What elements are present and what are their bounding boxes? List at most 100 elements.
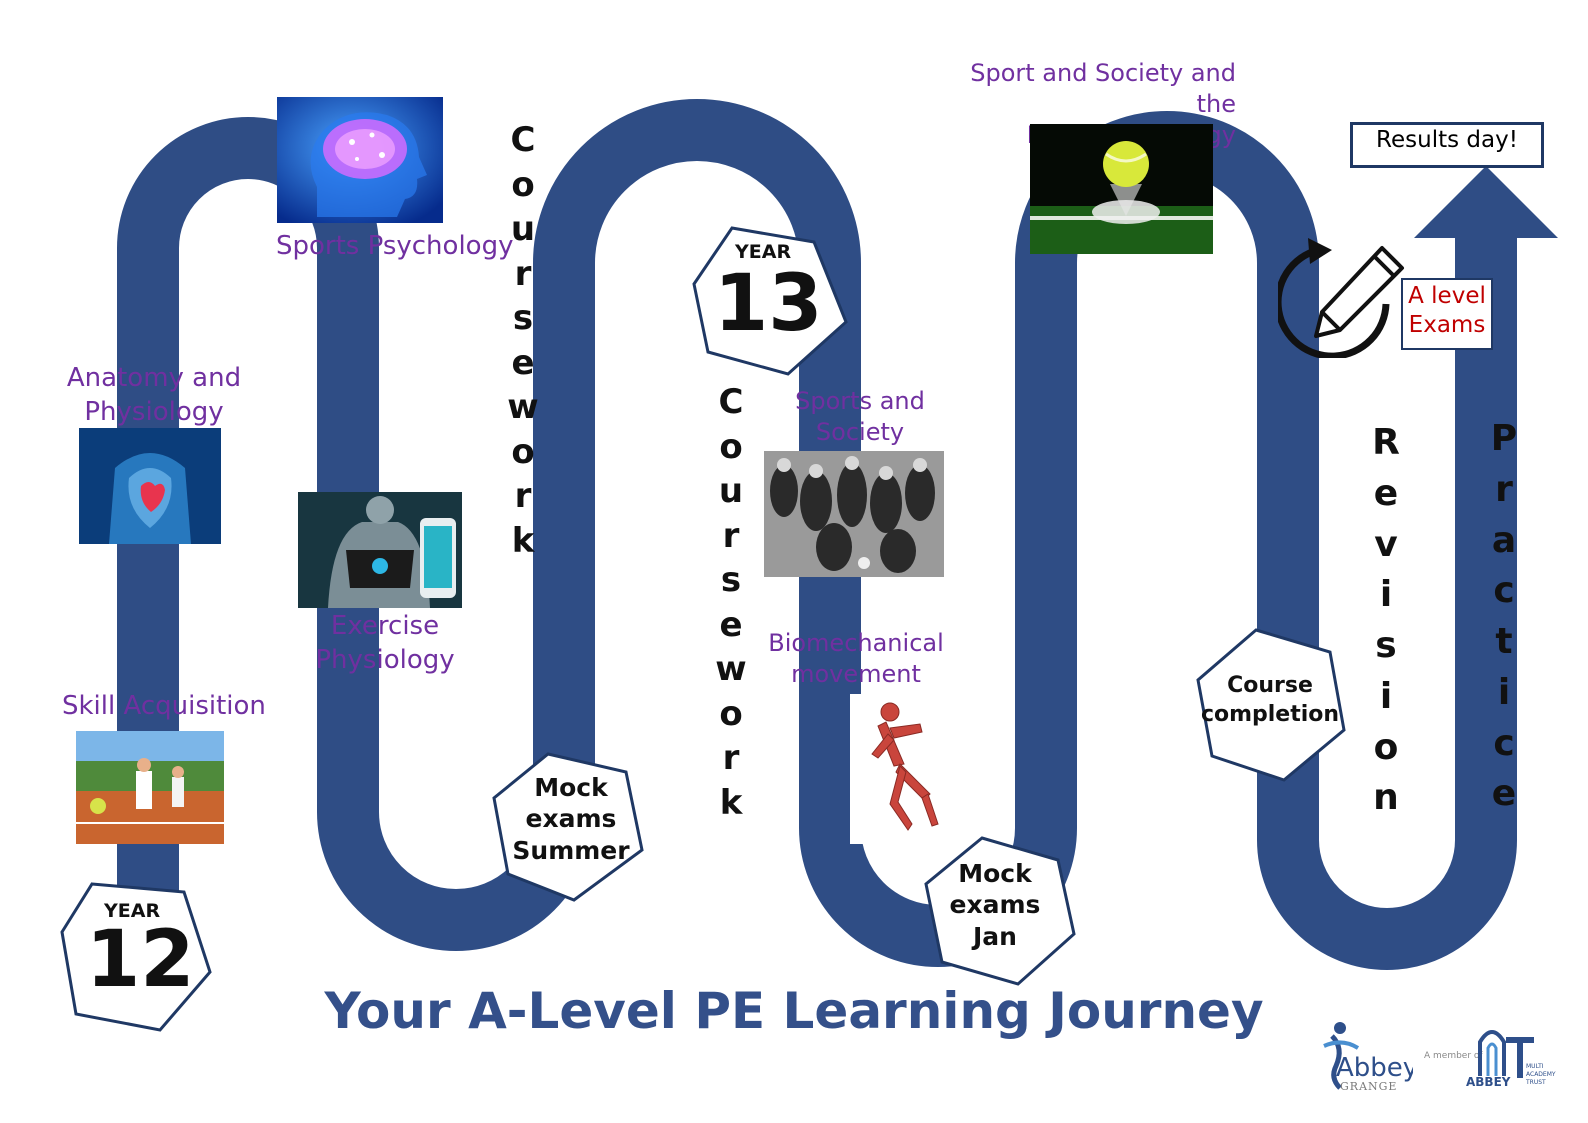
vertical-letter: r xyxy=(722,515,740,556)
mock-jan-line2: exams xyxy=(949,890,1041,920)
year-13-hexagon xyxy=(692,226,848,376)
topic-anatomy-line1: Anatomy and xyxy=(66,363,242,393)
heart-anatomy-icon xyxy=(79,428,221,544)
vertical-letter: s xyxy=(720,560,742,601)
vertical-letter: u xyxy=(510,209,536,250)
vertical-letter: k xyxy=(719,782,743,823)
vertical-letter: e xyxy=(719,604,743,645)
trust-logo-multi: MULTI xyxy=(1526,1063,1544,1070)
topic-skill-acquisition: Skill Acquisition xyxy=(62,691,266,721)
vertical-letter: R xyxy=(1372,422,1400,463)
trust-logo-text: ABBEY xyxy=(1466,1075,1511,1089)
vertical-letter: s xyxy=(1375,625,1397,666)
running-muscle-figure-icon xyxy=(850,694,974,844)
vertical-letter: r xyxy=(514,476,532,517)
vertical-letter: w xyxy=(715,649,747,690)
vertical-letter: r xyxy=(1495,468,1513,510)
vertical-letter: c xyxy=(1493,570,1515,612)
vertical-letter: o xyxy=(1373,726,1399,768)
mock-jan-line3: Jan xyxy=(973,921,1017,951)
topic-exercise-line1: Exercise xyxy=(330,611,440,641)
topic-sports-psychology: Sports Psychology xyxy=(276,231,514,261)
mock-jan-line1: Mock xyxy=(958,859,1032,888)
year-13-label: YEAR xyxy=(735,241,792,263)
member-of-text: A member of xyxy=(1424,1051,1483,1061)
vertical-letter: v xyxy=(1374,523,1398,565)
course-completion-line1: Course xyxy=(1227,673,1313,698)
vertical-letter: s xyxy=(512,298,534,339)
vertical-letter: r xyxy=(722,738,740,779)
vertical-letter: C xyxy=(510,120,536,160)
crowd-football-icon xyxy=(764,451,944,577)
vertical-letter: P xyxy=(1490,418,1518,459)
mock-summer-line2: exams xyxy=(525,804,617,834)
serpentine-path xyxy=(117,99,1517,970)
vertical-letter: k xyxy=(511,520,535,561)
year-12-label: YEAR xyxy=(104,900,161,922)
mock-summer-line1: Mock xyxy=(534,773,608,802)
vertical-letter: o xyxy=(511,164,535,205)
road-arrowhead xyxy=(1414,166,1558,238)
mock-summer-text: Mock exams Summer xyxy=(506,772,636,866)
tennis-coaching-icon xyxy=(76,731,224,844)
topic-anatomy-physiology: Anatomy and Physiology xyxy=(64,362,244,430)
course-completion-text: Course completion xyxy=(1200,672,1340,729)
vertical-letter: e xyxy=(511,342,535,383)
topic-anatomy-line2: Physiology xyxy=(84,396,224,427)
vertical-letter: e xyxy=(1491,773,1517,815)
mock-jan-hexagon xyxy=(924,836,1076,986)
year-12-number: 12 xyxy=(86,915,195,1005)
trust-logo-academy: ACADEMY xyxy=(1526,1071,1556,1078)
course-completion-hexagon xyxy=(1196,628,1346,782)
results-day-text: Results day! xyxy=(1376,127,1518,153)
vertical-letter: o xyxy=(511,431,535,472)
topic-tech-line1: Sport and Society and the xyxy=(970,59,1236,119)
topic-exercise-line2: Physiology xyxy=(315,644,455,675)
results-day-box: Results day! xyxy=(1350,122,1544,168)
tennis-ball-icon xyxy=(1030,124,1213,254)
topic-exercise-physiology: Exercise Physiology xyxy=(310,610,460,678)
vertical-letter: i xyxy=(1379,675,1393,717)
vertical-letter: c xyxy=(1493,722,1515,764)
page-title: Your A-Level PE Learning Journey xyxy=(324,982,1264,1040)
vertical-letter: r xyxy=(514,253,532,294)
vertical-letter: w xyxy=(507,387,539,428)
year-12-hexagon xyxy=(60,882,212,1032)
abbey-grange-logo-subtext: GRANGE xyxy=(1340,1080,1397,1093)
vertical-letter: C xyxy=(718,382,744,422)
abbey-grange-logo: Abbey GRANGE xyxy=(1323,1022,1413,1093)
vertical-letter: a xyxy=(1491,519,1517,561)
a-level-exams-box: A level Exams xyxy=(1401,278,1493,350)
vertical-letter: e xyxy=(1373,472,1399,514)
mock-summer-hexagon xyxy=(492,752,644,902)
vertical-letter: i xyxy=(1379,574,1393,616)
abbey-grange-logo-text: Abbey xyxy=(1336,1053,1413,1083)
topic-biomechanical-movement: Biomechanical movement xyxy=(766,628,946,690)
wearable-sensor-icon xyxy=(298,492,462,608)
topic-society-line1: Sports and xyxy=(795,387,925,415)
abbey-trust-logo: ABBEY MULTI ACADEMY TRUST xyxy=(1466,1030,1556,1089)
topic-society-line2: Society xyxy=(815,418,905,447)
mock-jan-text: Mock exams Jan xyxy=(930,858,1060,952)
topic-sports-society: Sports and Society xyxy=(790,386,930,448)
a-level-exams-line2: Exams xyxy=(1408,312,1486,338)
mock-summer-line3: Summer xyxy=(512,835,630,865)
vertical-letter: o xyxy=(719,693,743,734)
vertical-letter: u xyxy=(718,471,744,512)
course-completion-line2: completion xyxy=(1200,701,1340,727)
refresh-pencil-icon xyxy=(1278,238,1404,358)
topic-biomech-line2: movement xyxy=(791,660,921,689)
vertical-letter: t xyxy=(1495,621,1513,662)
vertical-letter: i xyxy=(1497,671,1511,713)
vertical-letter: n xyxy=(1373,777,1399,819)
trust-logo-trust: TRUST xyxy=(1525,1079,1546,1086)
year-13-number: 13 xyxy=(714,259,823,349)
a-level-exams-line1: A level xyxy=(1408,283,1486,309)
topic-biomech-line1: Biomechanical xyxy=(768,629,944,657)
brain-icon xyxy=(277,97,443,223)
